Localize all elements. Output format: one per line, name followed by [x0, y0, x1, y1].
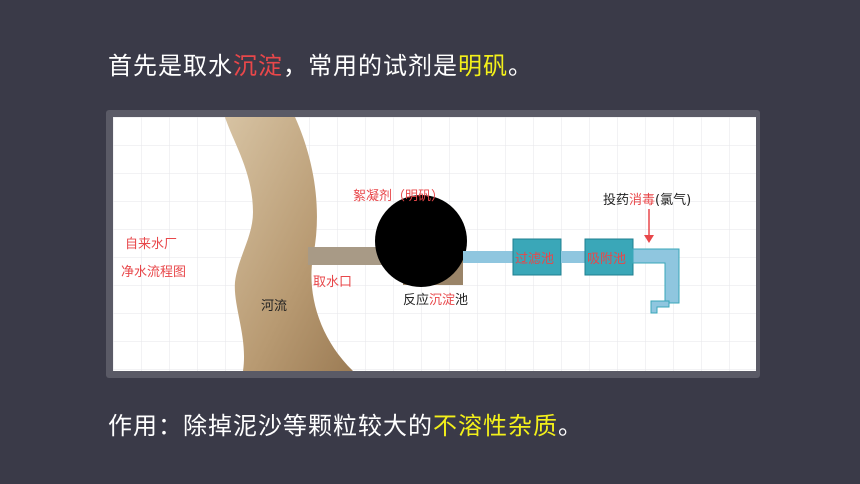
plant-title-line2: 净水流程图 — [121, 265, 187, 280]
faucet — [650, 300, 670, 314]
adsorb-tank-label: 吸附池 — [587, 252, 627, 267]
tank-highlight: 沉淀 — [429, 293, 456, 308]
filter-tank-label: 过滤池 — [515, 252, 555, 267]
tank-suffix: 池 — [455, 293, 469, 308]
heading-text: 首先是取水沉淀，常用的试剂是明矾。 — [108, 46, 533, 81]
footer-part1: 作用：除掉泥沙等颗粒较大的 — [108, 412, 433, 440]
heading-part3: ，常用的试剂是 — [283, 52, 458, 80]
dose-prefix: 投药 — [603, 193, 630, 208]
water-treatment-diagram: 自来水厂 净水流程图 河流 取水口 絮凝剂（明矾） 反应沉淀池 过滤池 吸附池 … — [113, 117, 756, 371]
heading-highlight-sedimentation: 沉淀 — [233, 52, 283, 80]
dosing-arrow-head — [644, 235, 654, 243]
river-label: 河流 — [261, 299, 288, 314]
blue-pipe-1 — [463, 251, 513, 263]
dose-highlight: 消毒 — [629, 193, 656, 208]
footer-text: 作用：除掉泥沙等颗粒较大的不溶性杂质。 — [108, 406, 583, 441]
heading-part5: 。 — [508, 52, 533, 80]
tank-prefix: 反应 — [403, 293, 430, 308]
coagulant-circle — [375, 195, 467, 287]
intake-label: 取水口 — [313, 275, 353, 290]
coagulant-label: 絮凝剂（明矾） — [353, 189, 445, 204]
footer-part3: 。 — [558, 412, 583, 440]
dosing-label: 投药消毒(氯气) — [603, 189, 691, 208]
adsorb-tank — [584, 238, 634, 276]
filter-tank — [512, 238, 562, 276]
footer-highlight-insoluble: 不溶性杂质 — [433, 412, 558, 440]
plant-title-line1: 自来水厂 — [125, 237, 178, 252]
dose-suffix: (氯气) — [655, 193, 692, 208]
sedimentation-tank-label: 反应沉淀池 — [403, 289, 468, 308]
river-shape — [225, 117, 353, 371]
heading-part1: 首先是取水 — [108, 52, 233, 80]
diagram-graphics — [113, 117, 756, 371]
heading-highlight-alum: 明矾 — [458, 52, 508, 80]
blue-pipe-2 — [561, 251, 585, 263]
